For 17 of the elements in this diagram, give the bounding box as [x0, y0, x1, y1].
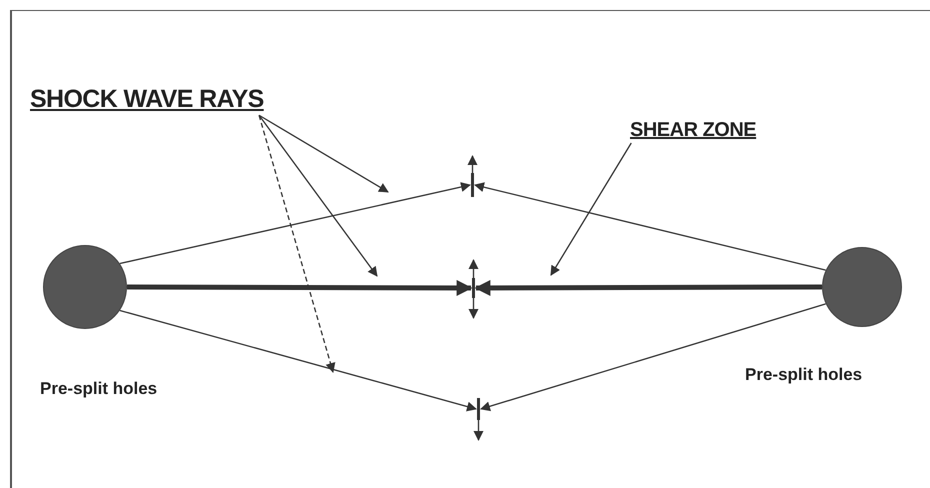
thick-ray-arrow: [474, 280, 822, 296]
junction-tick: [472, 278, 475, 298]
callout-label: SHOCK WAVE RAYS: [30, 84, 264, 115]
hole-caption: Pre-split holes: [745, 364, 862, 386]
junction-tick: [477, 398, 480, 420]
leader-line: [550, 142, 632, 276]
hole-caption: Pre-split holes: [40, 378, 158, 400]
callout-label: SHEAR ZONE: [630, 118, 756, 143]
leader-line: [258, 114, 389, 193]
ray-arrow: [474, 182, 826, 271]
thick-ray-arrow: [127, 280, 473, 296]
leader-line: [258, 115, 336, 373]
leader-line: [258, 114, 378, 277]
ray-arrow: [120, 182, 471, 264]
junction-tick: [471, 173, 474, 197]
ray-arrow: [480, 303, 826, 412]
ray-arrow: [120, 310, 477, 412]
